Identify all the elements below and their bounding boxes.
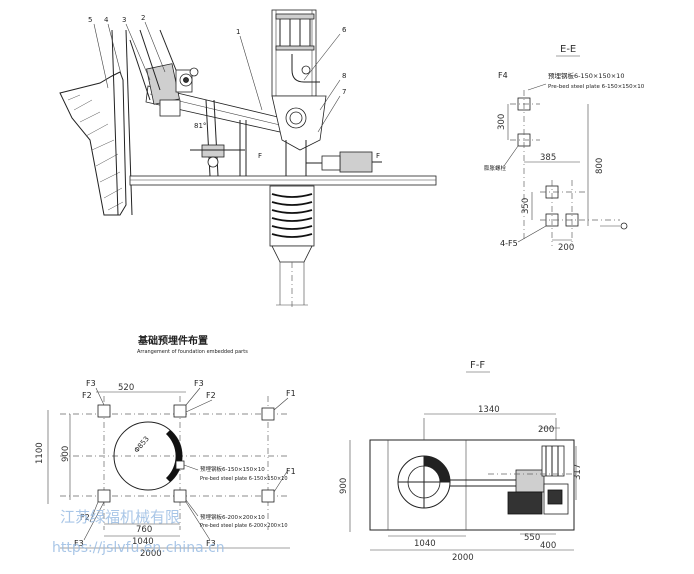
dim-ee-300: 300 <box>497 114 507 130</box>
callout-leaders <box>93 21 341 133</box>
mark-f-left: F <box>258 152 262 160</box>
label-4-f5: 4-F5 <box>500 239 518 248</box>
note-fd1-en: Pre-bed steel plate 6-150×150×10 <box>200 476 288 482</box>
main-elevation-view: 5 4 3 2 1 6 8 7 81° F F <box>59 9 437 310</box>
drive-motor <box>339 151 373 173</box>
note-fd2-en: Pre-bed steel plate 6-200×200×10 <box>200 523 288 529</box>
plate-fd-7 <box>175 460 185 470</box>
callout-2: 2 <box>141 14 145 22</box>
dim-fd-1100: 1100 <box>35 442 45 464</box>
tower-column <box>271 9 317 97</box>
label-f4: F4 <box>498 71 508 80</box>
dim-fd-2000: 2000 <box>140 549 162 559</box>
foundation-title-cn: 基础预埋件布置 <box>137 334 208 347</box>
watermark: 江苏绿福机械有限 https://jslvfu.en.china.cn <box>52 508 225 556</box>
dim-ff-2000: 2000 <box>452 553 474 563</box>
angle-label: 81° <box>194 122 206 130</box>
screw-spiral <box>271 193 313 238</box>
section-ff: F-F 1340 900 200 <box>339 360 583 563</box>
dim-ff-317: 317 <box>573 464 583 480</box>
dim-ee-200: 200 <box>558 243 574 253</box>
label-fd-f2-bl: F2 <box>80 513 90 522</box>
dim-ee-385: 385 <box>540 153 556 163</box>
dim-fd-760: 760 <box>136 525 152 535</box>
label-fd-f3-tl: F3 <box>86 379 96 388</box>
ff-gearbox <box>515 469 545 493</box>
callout-5: 5 <box>88 16 92 24</box>
plate-fd-1 <box>97 404 111 418</box>
ff-frame <box>369 439 575 531</box>
dim-ff-900: 900 <box>339 478 349 494</box>
plate-fd-3 <box>261 407 275 421</box>
note-ee-cn: 预埋钢板6-150×150×10 <box>548 71 624 80</box>
floor-slab <box>129 175 437 186</box>
mark-f-right: F <box>376 152 380 160</box>
label-fd-f2-tr: F2 <box>206 391 216 400</box>
plate-fd-6 <box>173 489 187 503</box>
note-ee-anchor: 膨胀螺栓 <box>484 164 507 172</box>
dim-fd-phi: Φ853 <box>133 435 151 455</box>
watermark-line2: https://jslvfu.en.china.cn <box>52 540 225 556</box>
foundation-layout: 基础预埋件布置 Arrangement of foundation embedd… <box>35 334 296 559</box>
foundation-title-en: Arrangement of foundation embedded parts <box>137 349 248 355</box>
dim-fd-520: 520 <box>118 383 134 393</box>
label-fd-f1-mid: F1 <box>286 467 296 476</box>
wall-hatch <box>67 94 124 211</box>
note-fd2-cn: 预埋钢板6-200×200×10 <box>200 513 265 521</box>
callout-4: 4 <box>104 16 109 24</box>
watermark-line1: 江苏绿福机械有限 <box>60 508 180 526</box>
note-ee-en: Pre-bed steel plate 6-150×150×10 <box>548 84 645 90</box>
tower-top-pipes <box>275 13 315 51</box>
callout-3: 3 <box>122 16 126 24</box>
section-ee: E-E F4 预埋钢板6-150×150×10 Pre-bed steel pl… <box>484 44 645 253</box>
callout-8: 8 <box>342 72 346 80</box>
label-fd-f3-bl: F3 <box>74 539 84 548</box>
ff-motor <box>507 491 543 515</box>
callout-1: 1 <box>236 28 240 36</box>
dim-ee-800: 800 <box>595 158 605 174</box>
wall-outline <box>59 71 127 216</box>
dim-ff-200: 200 <box>538 425 554 435</box>
section-ff-title: F-F <box>470 360 485 371</box>
callout-numbers: 5 4 3 2 1 6 8 7 81° F F <box>88 14 380 160</box>
label-fd-f1-top: F1 <box>286 389 296 398</box>
plate-fd-5 <box>97 489 111 503</box>
dim-ff-400: 400 <box>540 541 556 551</box>
plate-fd-4 <box>261 489 275 503</box>
dim-fd-900: 900 <box>61 446 71 462</box>
note-fd1-cn: 预埋钢板6-150×150×10 <box>200 465 265 473</box>
callout-7: 7 <box>342 88 346 96</box>
dim-ff-550: 550 <box>524 533 540 543</box>
dim-ee-350: 350 <box>521 198 531 214</box>
dim-ff-1040: 1040 <box>414 539 436 549</box>
label-fd-f2-tl: F2 <box>82 391 92 400</box>
plate-fd-2 <box>173 404 187 418</box>
dim-ff-1340: 1340 <box>478 405 500 415</box>
label-fd-f3-br: F3 <box>206 539 216 548</box>
label-fd-f3-tr: F3 <box>194 379 204 388</box>
dim-fd-1040: 1040 <box>132 537 154 547</box>
section-ee-title: E-E <box>560 44 576 55</box>
callout-6: 6 <box>342 26 347 34</box>
